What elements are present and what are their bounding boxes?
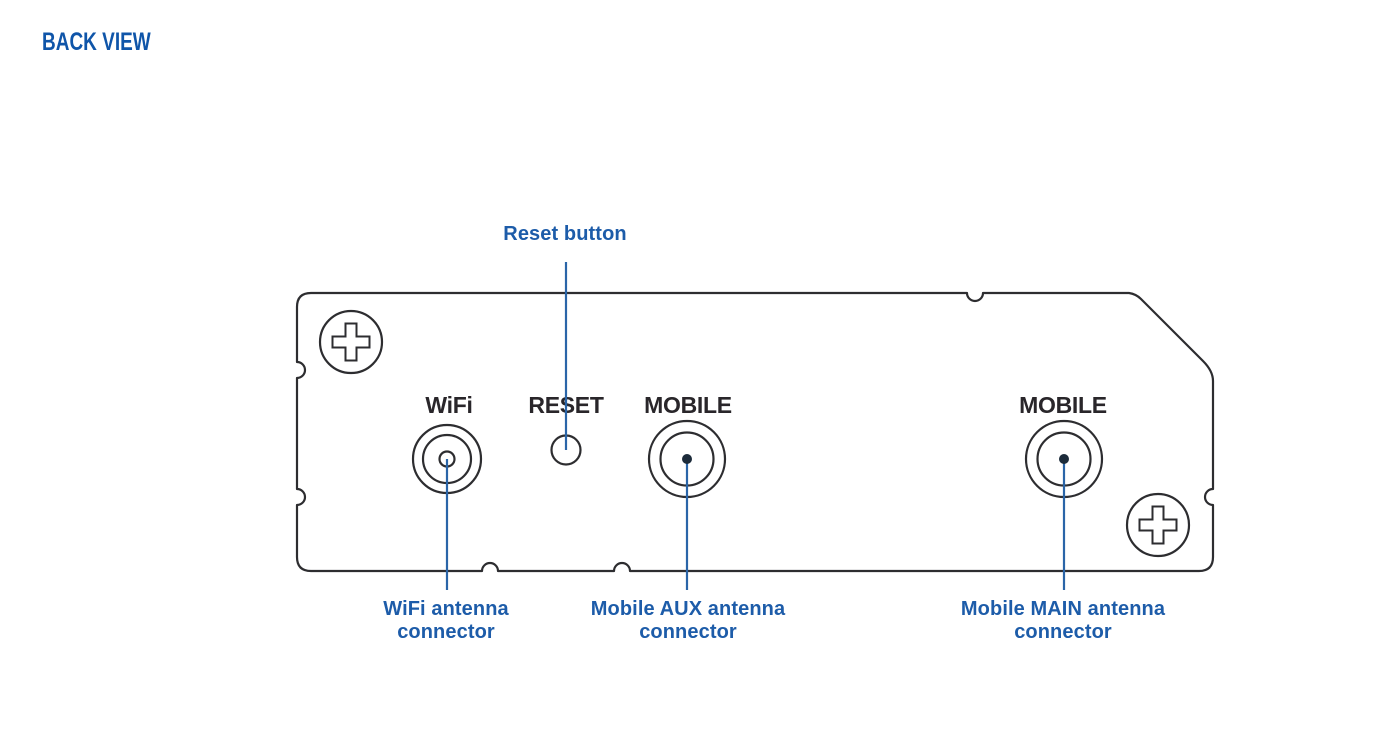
callout-reset-button: Reset button: [503, 223, 626, 245]
screw-cross-slot: [1138, 505, 1178, 545]
device-back-panel-outline: [295, 291, 1215, 573]
callout-mobile-main-line1: Mobile MAIN antenna: [961, 598, 1166, 620]
callout-mobile-main-line2: connector: [1014, 621, 1112, 643]
port-label-mobile-main: MOBILE: [1019, 392, 1107, 418]
connector-center-dot: [682, 454, 692, 464]
callout-wifi-line1: WiFi antenna: [383, 598, 509, 620]
screw-cross-slot: [331, 322, 371, 362]
callout-wifi-line2: connector: [397, 621, 495, 643]
connector-center-dot: [1059, 454, 1069, 464]
callout-mobile-aux-line1: Mobile AUX antenna: [591, 598, 786, 620]
callout-mobile-aux-line2: connector: [639, 621, 737, 643]
phillips-screw-icon: [318, 309, 384, 375]
page-title: BACK VIEW: [42, 28, 151, 56]
phillips-screw-icon: [1125, 492, 1191, 558]
port-label-mobile-aux: MOBILE: [644, 392, 732, 418]
port-label-wifi: WiFi: [425, 392, 472, 418]
